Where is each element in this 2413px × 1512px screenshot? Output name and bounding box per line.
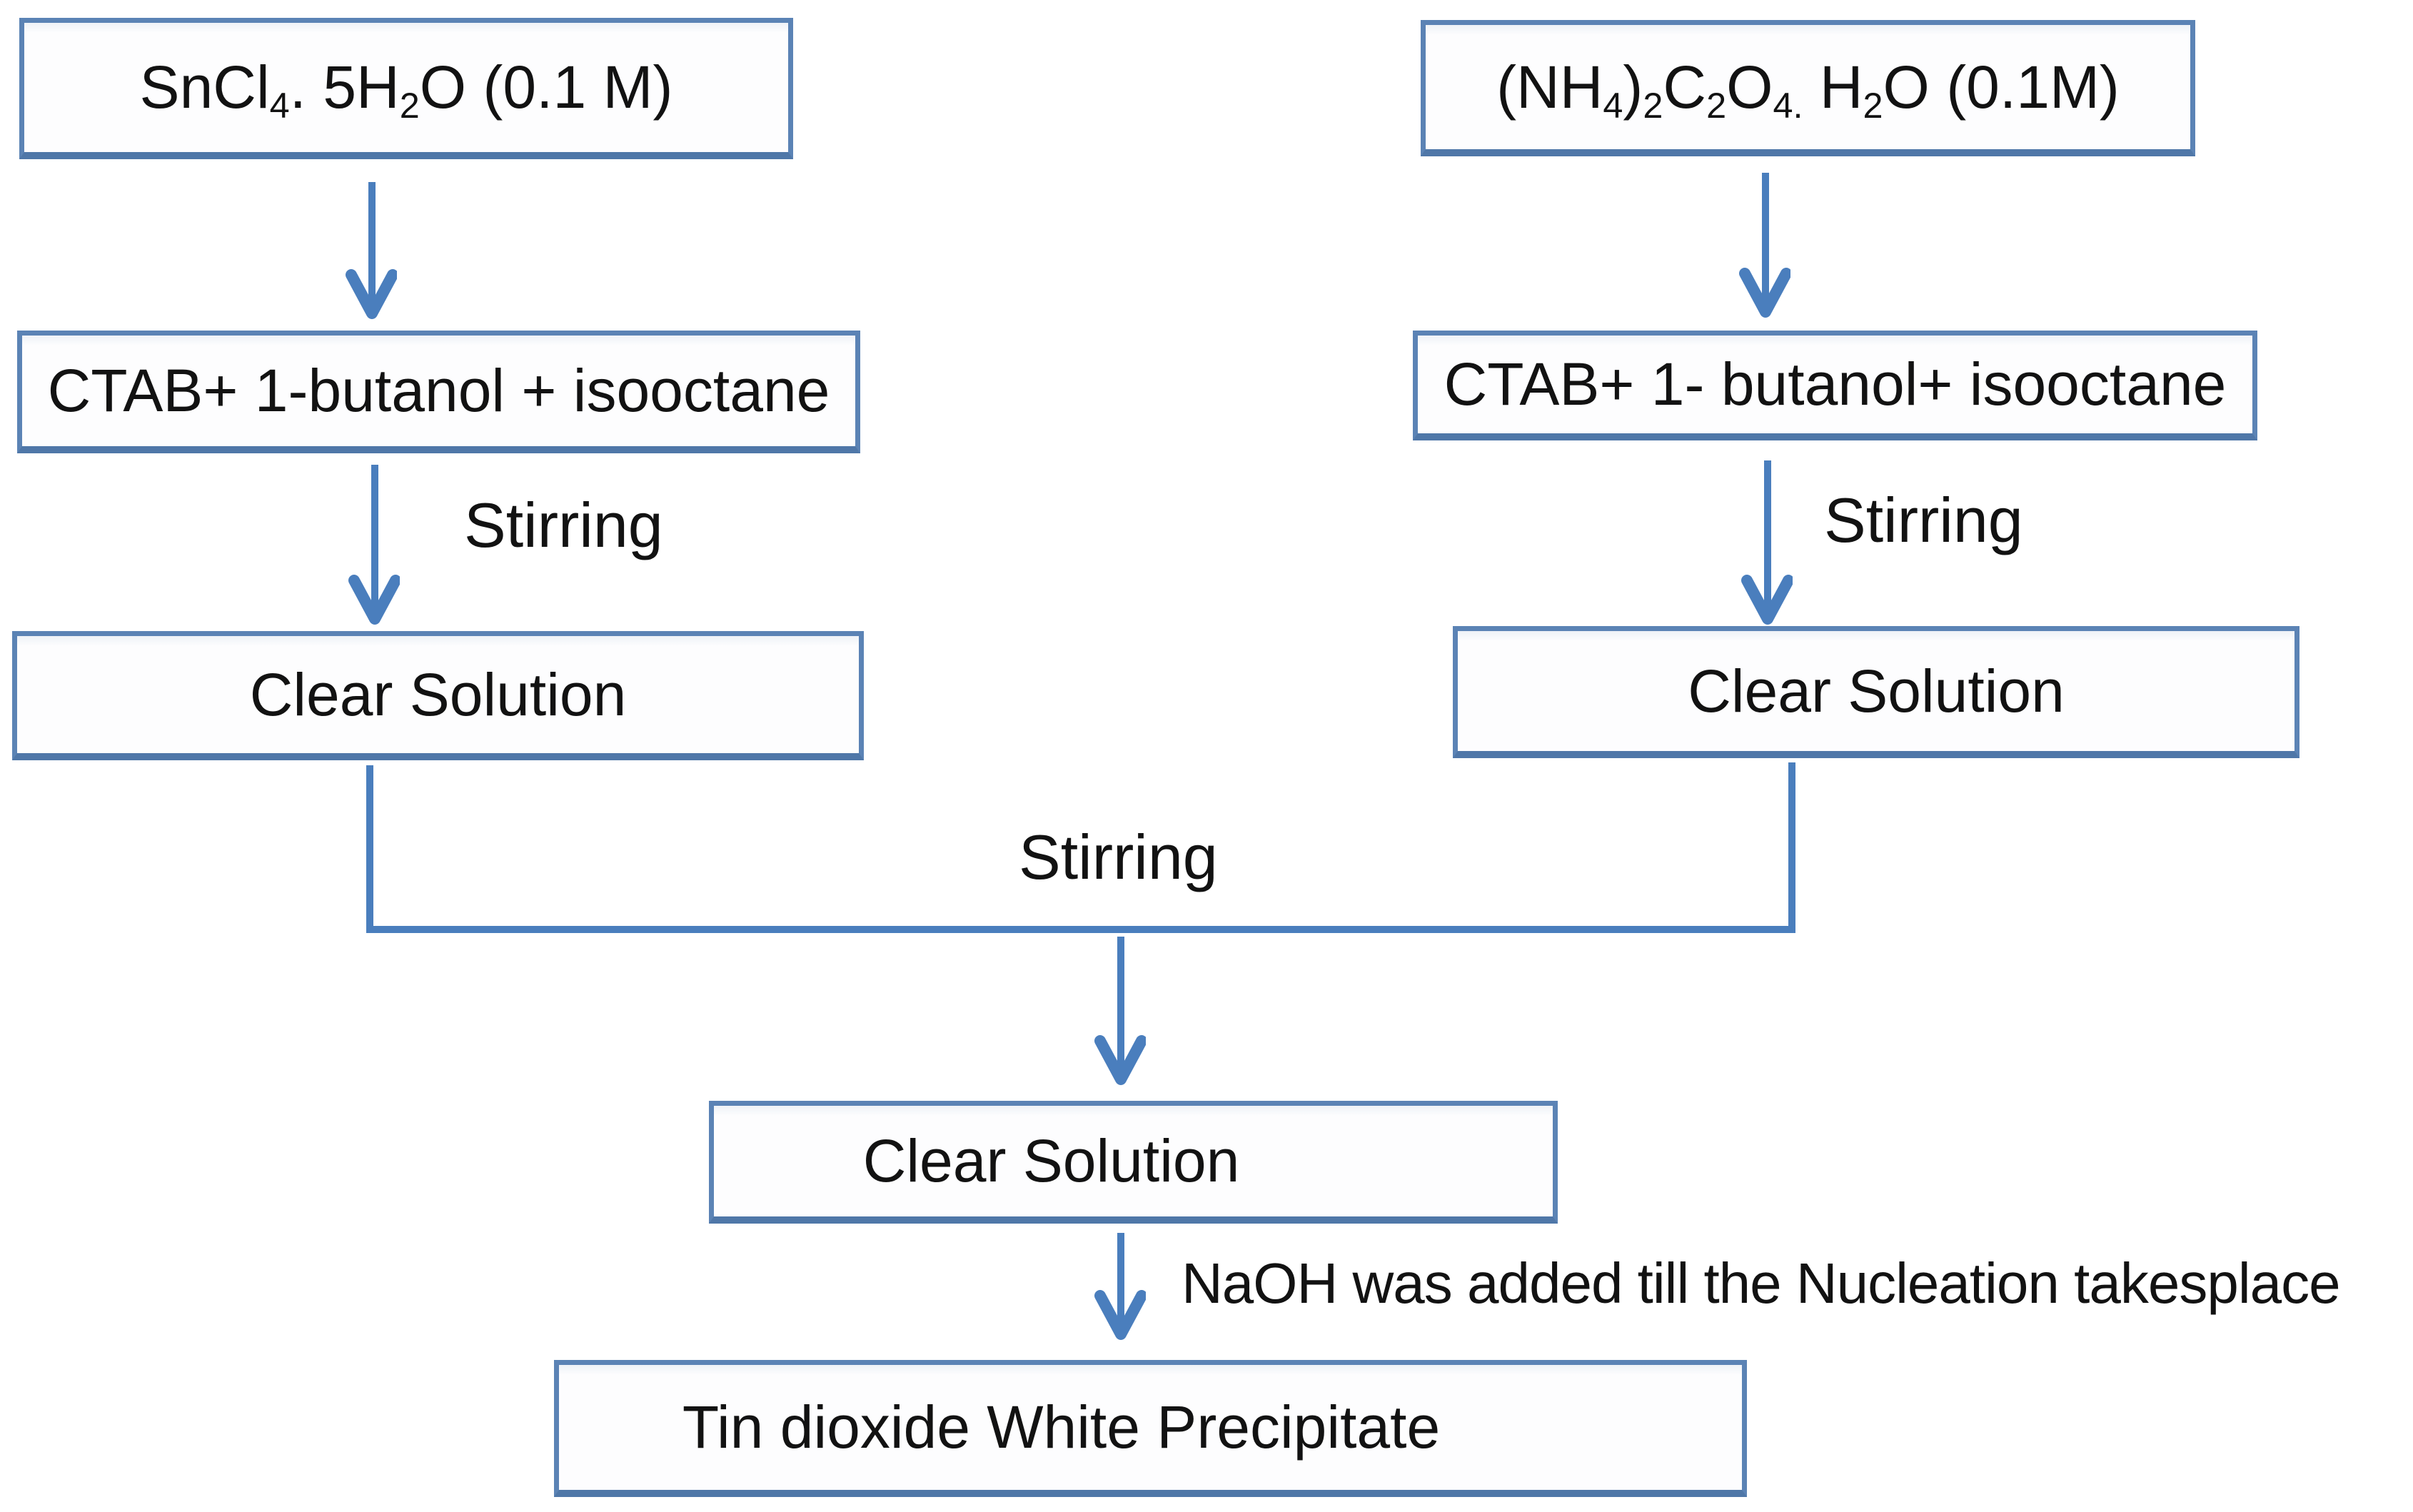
node-label: CTAB+ 1- butanol+ isooctane bbox=[1444, 351, 2227, 418]
node-clear-solution-right: Clear Solution bbox=[1453, 626, 2299, 758]
node-clear-solution-left: Clear Solution bbox=[12, 631, 864, 760]
node-label: Clear Solution bbox=[249, 660, 627, 728]
node-label: SnCl4. 5H2O (0.1 M) bbox=[139, 54, 673, 126]
node-ctab-butanol-isooctane-right: CTAB+ 1- butanol+ isooctane bbox=[1413, 331, 2257, 440]
node-clear-solution-merged: Clear Solution bbox=[709, 1101, 1558, 1224]
node-tin-dioxide-precipitate: Tin dioxide White Precipitate bbox=[554, 1360, 1747, 1497]
node-tin-chloride-solution: SnCl4. 5H2O (0.1 M) bbox=[19, 18, 793, 159]
node-label: (NH4)2C2O4. H2O (0.1M) bbox=[1496, 53, 2120, 126]
node-ammonium-oxalate-solution: (NH4)2C2O4. H2O (0.1M) bbox=[1421, 20, 2195, 156]
node-label: CTAB+ 1-butanol + isooctane bbox=[47, 357, 830, 424]
node-label: Tin dioxide White Precipitate bbox=[682, 1393, 1441, 1461]
edge-label-naoh-note: NaOH was added till the Nucleation takes… bbox=[1182, 1251, 2341, 1315]
node-ctab-butanol-isooctane-left: CTAB+ 1-butanol + isooctane bbox=[17, 331, 860, 453]
edge-label-stirring-left: Stirring bbox=[464, 490, 663, 560]
merge-connector bbox=[366, 762, 1795, 933]
node-label: Clear Solution bbox=[862, 1127, 1240, 1194]
edge-label-stirring-right: Stirring bbox=[1824, 485, 2023, 555]
node-label: Clear Solution bbox=[1688, 657, 2065, 725]
edge-label-stirring-merge: Stirring bbox=[1019, 822, 1218, 892]
